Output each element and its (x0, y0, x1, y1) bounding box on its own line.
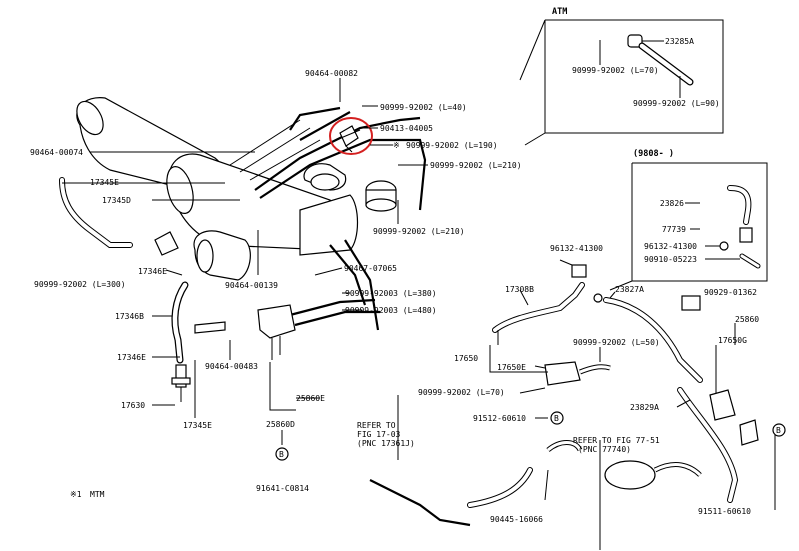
vsv-17650g (709, 389, 736, 421)
label-25860: 25860 (735, 315, 759, 324)
bolt-b-3: B (776, 426, 781, 435)
inset-9808-border (631, 162, 768, 282)
label-90464-00139: 90464-00139 (225, 281, 278, 290)
left-hoses (59, 177, 296, 402)
refer-note-1-line3: (PNC 17361J) (357, 439, 415, 448)
bolt-b-1: B (279, 450, 284, 459)
atm-box-border (544, 19, 724, 134)
canister-small (310, 173, 340, 191)
intake-manifold (76, 97, 359, 281)
vsv-17650e (544, 361, 581, 386)
bolt-marker-91512 (550, 411, 564, 425)
canister-77740 (604, 460, 656, 490)
label-90467-07065: 90467-07065 (344, 264, 397, 273)
label-77739: 77739 (662, 225, 686, 234)
label-17650e: 17650E (497, 363, 526, 372)
vsv-90413-04005 (329, 117, 373, 155)
label-hose-70: 90999-92002 (L=70) (418, 388, 505, 397)
label-atm-hose-70: 90999-92002 (L=70) (572, 66, 659, 75)
label-25860e: 25860E (296, 394, 325, 403)
right-hoses (369, 264, 759, 527)
label-hose-300: 90999-92002 (L=300) (34, 280, 126, 289)
label-hose-210a: 90999-92002 (L=210) (430, 161, 522, 170)
vacuum-actuator (365, 180, 397, 212)
refer-note-1-line1: REFER TO (357, 421, 396, 430)
label-17346b: 17346B (115, 312, 144, 321)
label-hose-40: 90999-92002 (L=40) (380, 103, 467, 112)
label-23826: 23826 (660, 199, 684, 208)
bolt-b-2: B (554, 414, 559, 423)
label-23285a: 23285A (665, 37, 694, 46)
bolt-markers: B B B (275, 411, 786, 461)
bolt-marker-91511 (772, 423, 786, 437)
label-90464-00074: 90464-00074 (30, 148, 83, 157)
label-hose-380: 90999-92003 (L=380) (345, 289, 437, 298)
label-90464-00082: 90464-00082 (305, 69, 358, 78)
label-90929-01362: 90929-01362 (704, 288, 757, 297)
label-17345e-a: 17345E (90, 178, 119, 187)
inset-9808-title: (9808- ) (633, 149, 674, 159)
label-90464-00483: 90464-00483 (205, 362, 258, 371)
label-hose-50: 90999-92002 (L=50) (573, 338, 660, 347)
vacuum-pipes (254, 106, 427, 331)
vsv-90929 (681, 295, 701, 311)
star-mark: ※ (393, 141, 400, 150)
refer-note-2-line1: REFER TO FIG 77-51 (573, 436, 660, 445)
label-17345d: 17345D (102, 196, 131, 205)
atm-inset: ATM 23285A 90999-92002 (L=70) 90999-9200… (519, 7, 724, 146)
inset-9808: (9808- ) (609, 149, 768, 291)
leader-lines (62, 78, 776, 550)
atm-title: ATM (552, 7, 567, 17)
label-17630: 17630 (121, 401, 145, 410)
label-91641-c0814: 91641-C0814 (256, 484, 309, 493)
label-91512-60610: 91512-60610 (473, 414, 526, 423)
label-17346e-b: 17346E (117, 353, 146, 362)
label-17650g: 17650G (718, 336, 747, 345)
footnote-mark: ※1 (70, 490, 82, 499)
label-hose-480: 90999-92003 (L=480) (345, 306, 437, 315)
label-90910-05223: 90910-05223 (644, 255, 697, 264)
label-23827a: 23827A (615, 285, 644, 294)
label-90445-16066: 90445-16066 (490, 515, 543, 524)
label-17345e-b: 17345E (183, 421, 212, 430)
highlight-circle (329, 117, 373, 155)
label-96132-41300-b: 96132-41300 (550, 244, 603, 253)
label-hose-190: 90999-92002 (L=190) (406, 141, 498, 150)
label-96132-41300-a: 96132-41300 (644, 242, 697, 251)
label-90413-04005: 90413-04005 (380, 124, 433, 133)
connector-96132 (571, 264, 587, 278)
label-hose-210b: 90999-92002 (L=210) (373, 227, 465, 236)
part-labels: 90464-00082 90999-92002 (L=40) 90413-040… (30, 69, 759, 524)
label-17650: 17650 (454, 354, 478, 363)
label-25860d: 25860D (266, 420, 295, 429)
bolt-marker-91641 (275, 447, 289, 461)
vsv-25860e (257, 304, 296, 339)
refer-note-1-line2: FIG 17-03 (357, 430, 401, 439)
label-23829a: 23829A (630, 403, 659, 412)
label-atm-hose-90: 90999-92002 (L=90) (633, 99, 720, 108)
label-17308b: 17308B (505, 285, 534, 294)
footnote-text: MTM (90, 490, 105, 499)
label-91511-60610: 91511-60610 (698, 507, 751, 516)
refer-note-2-line2: (PNC 77740) (578, 445, 631, 454)
label-17346e-a: 17346E (138, 267, 167, 276)
